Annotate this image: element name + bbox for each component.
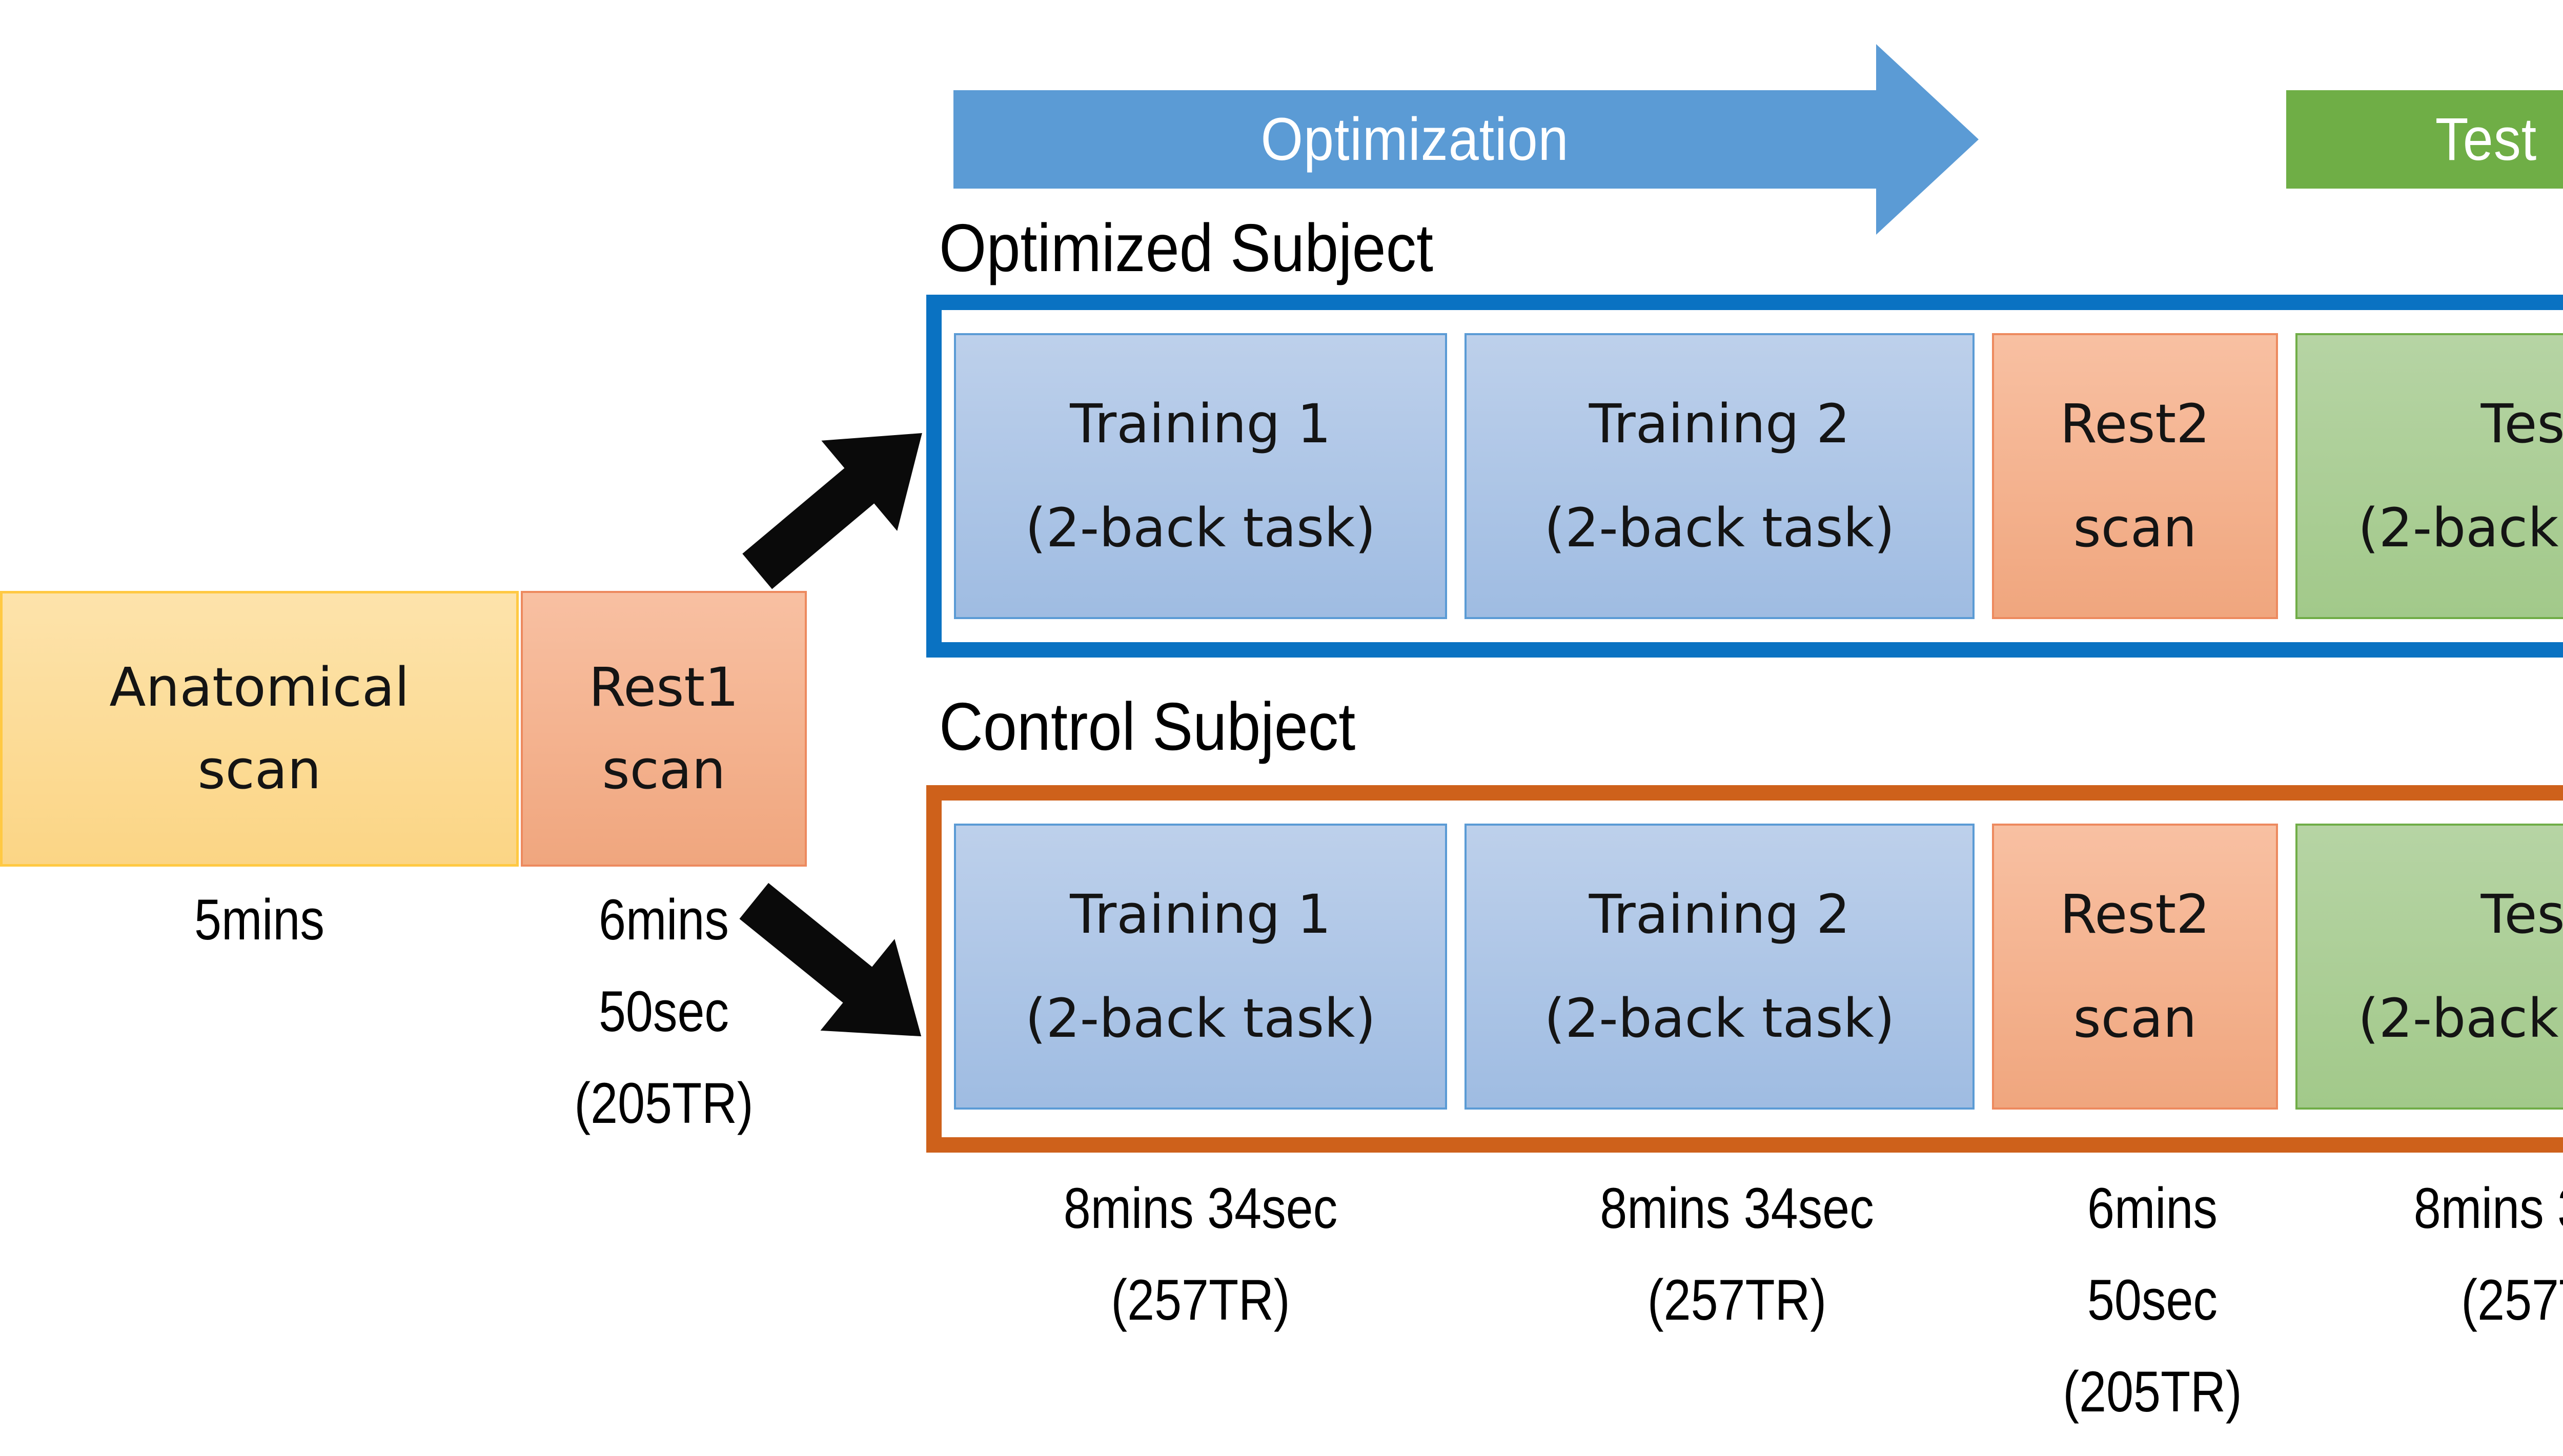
duration-line: (257TR) xyxy=(1111,1268,1290,1332)
training1-duration: 8mins 34sec (257TR) xyxy=(991,1162,1410,1346)
box-label: (2-back task) xyxy=(1544,497,1895,559)
box-label: (2-back task) xyxy=(2358,987,2563,1050)
duration-line: (257TR) xyxy=(2461,1268,2563,1332)
duration-line: 6mins xyxy=(2087,1176,2218,1240)
optimized-subject-box: Training 1 (2-back task) Training 2 (2-b… xyxy=(926,295,2563,658)
duration-line: 8mins 34sec xyxy=(1600,1176,1874,1240)
box-label: scan xyxy=(2073,987,2197,1050)
box-label: scan xyxy=(2073,497,2197,559)
anatomical-scan-box: Anatomical scan xyxy=(0,591,519,867)
duration-line: (257TR) xyxy=(1647,1268,1827,1332)
duration-line: 50sec xyxy=(2087,1268,2218,1332)
test-arrow-label: Test xyxy=(2435,106,2537,173)
duration-line: 6mins xyxy=(599,888,729,952)
box-label: (2-back task) xyxy=(1025,497,1376,559)
box-label: scan xyxy=(197,739,321,801)
box-label: Rest2 xyxy=(2060,393,2210,456)
box-label: Rest1 xyxy=(588,655,739,719)
optimized-training2-box: Training 2 (2-back task) xyxy=(1464,333,1975,619)
control-subject-title: Control Subject xyxy=(939,689,1356,764)
box-label: Rest2 xyxy=(2060,883,2210,946)
test-arrow xyxy=(2286,90,2563,189)
box-label: (2-back task) xyxy=(1025,987,1376,1050)
box-label: (2-back task) xyxy=(2358,497,2563,559)
box-label: Training 2 xyxy=(1589,393,1850,456)
box-label: Test xyxy=(2480,393,2563,456)
box-label: Training 1 xyxy=(1070,883,1331,946)
box-label: Training 2 xyxy=(1589,883,1850,946)
duration-line: (205TR) xyxy=(574,1071,754,1136)
rest1-duration: 6mins 50sec (205TR) xyxy=(542,874,785,1150)
box-label: Training 1 xyxy=(1070,393,1331,456)
box-label: Test xyxy=(2480,883,2563,946)
training2-duration: 8mins 34sec (257TR) xyxy=(1520,1162,1954,1346)
optimization-arrow xyxy=(953,44,1979,235)
control-rest2-box: Rest2 scan xyxy=(1992,824,2278,1110)
control-subject-box: Training 1 (2-back task) Training 2 (2-b… xyxy=(926,785,2563,1153)
optimization-arrow-label: Optimization xyxy=(1260,106,1569,173)
optimized-training1-box: Training 1 (2-back task) xyxy=(954,333,1447,619)
duration-line: 8mins 34sec xyxy=(1063,1176,1338,1240)
duration-line: 8mins 34sec xyxy=(2413,1176,2563,1240)
rest1-to-control-arrow xyxy=(739,883,922,1037)
optimized-test-box: Test (2-back task) xyxy=(2295,333,2563,619)
box-label: Anatomical xyxy=(109,655,410,719)
test-duration: 8mins 34sec (257TR) xyxy=(2349,1162,2563,1346)
anatomical-duration: 5mins xyxy=(194,888,324,952)
rest2-duration: 6mins 50sec (205TR) xyxy=(2031,1162,2274,1438)
rest1-to-optimized-arrow xyxy=(742,433,922,589)
box-label: scan xyxy=(602,739,726,801)
optimized-subject-title: Optimized Subject xyxy=(939,210,1434,285)
control-test-box: Test (2-back task) xyxy=(2295,824,2563,1110)
control-training1-box: Training 1 (2-back task) xyxy=(954,824,1447,1110)
optimized-rest2-box: Rest2 scan xyxy=(1992,333,2278,619)
duration-line: 50sec xyxy=(598,979,729,1044)
box-label: (2-back task) xyxy=(1544,987,1895,1050)
rest1-scan-box: Rest1 scan xyxy=(521,591,807,867)
control-training2-box: Training 2 (2-back task) xyxy=(1464,824,1975,1110)
duration-line: (205TR) xyxy=(2063,1360,2242,1424)
